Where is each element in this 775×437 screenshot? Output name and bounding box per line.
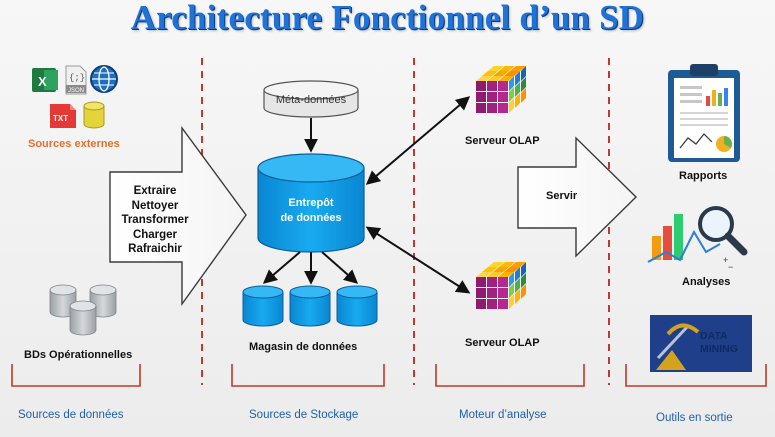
brace-1 bbox=[11, 364, 141, 387]
etl-step-nettoyer: Nettoyer bbox=[131, 199, 179, 212]
meta-donnees-label: Méta-données bbox=[275, 94, 347, 106]
etl-step-charger: Charger bbox=[132, 228, 178, 241]
entrepot-to-magasin-arrow-3 bbox=[321, 251, 359, 284]
brace-2 bbox=[231, 364, 385, 387]
servir-arrow-shape bbox=[517, 136, 637, 258]
sources-externes-label: Sources externes bbox=[28, 138, 120, 150]
entrepot-label-line-2: de données bbox=[280, 212, 342, 224]
entrepot-olap-top-arrow bbox=[365, 96, 471, 185]
section-sources-donnees: Sources de données bbox=[18, 409, 124, 421]
rapports-label: Rapports bbox=[679, 170, 728, 182]
metadata-cylinder bbox=[263, 80, 359, 118]
data-mining-line-2: MINING bbox=[700, 343, 738, 355]
entrepot-to-magasin-arrow-1 bbox=[262, 251, 301, 284]
svg-text:+: + bbox=[723, 255, 728, 265]
servir-label: Servir bbox=[546, 190, 578, 202]
report-clipboard-icon bbox=[668, 64, 740, 162]
section-sources-stockage: Sources de Stockage bbox=[249, 409, 359, 421]
flow-arrows bbox=[262, 96, 471, 294]
etl-arrow-shape bbox=[109, 125, 247, 307]
magasin-cylinders bbox=[242, 285, 378, 327]
brace-3 bbox=[435, 364, 585, 387]
section-outils-sortie: Outils en sortie bbox=[656, 412, 733, 424]
section-braces bbox=[11, 364, 767, 387]
bds-operationnelles-label: BDs Opérationnelles bbox=[24, 349, 133, 361]
etl-step-rafraichir: Rafraichir bbox=[128, 243, 182, 255]
svg-text:TXT: TXT bbox=[53, 114, 68, 123]
olap-cube-bottom-icon bbox=[476, 262, 526, 309]
svg-text:X: X bbox=[38, 74, 47, 89]
entrepot-label-line-1: Entrepôt bbox=[288, 197, 334, 209]
magasin-label: Magasin de données bbox=[249, 341, 358, 353]
database-icon bbox=[83, 101, 105, 129]
entrepot-olap-bottom-arrow bbox=[365, 226, 471, 294]
analyses-magnifier-icon: + − bbox=[647, 206, 748, 272]
txt-file-icon: TXT bbox=[50, 104, 76, 128]
web-globe-icon bbox=[90, 65, 118, 93]
svg-text:{;}: {;} bbox=[69, 73, 85, 83]
data-mining-label: DATA MINING bbox=[700, 330, 738, 356]
olap-cube-top-icon bbox=[476, 66, 526, 113]
diagram-title: Architecture Fonctionnel d’un SD bbox=[130, 0, 645, 37]
etl-step-extraire: Extraire bbox=[133, 185, 177, 197]
json-file-icon: {;} JSON bbox=[65, 65, 87, 95]
excel-icon: X bbox=[32, 68, 58, 92]
operational-databases-icon bbox=[49, 284, 117, 336]
data-mining-icon bbox=[650, 315, 752, 372]
svg-text:JSON: JSON bbox=[68, 88, 84, 94]
data-mining-line-1: DATA bbox=[700, 330, 728, 342]
serveur-olap-bottom-label: Serveur OLAP bbox=[465, 337, 540, 349]
svg-text:−: − bbox=[728, 262, 733, 272]
section-moteur-analyse: Moteur d’analyse bbox=[459, 409, 547, 421]
etl-step-transformer: Transformer bbox=[121, 214, 189, 226]
entrepot-label: Entrepôt de données bbox=[258, 196, 364, 226]
brace-4 bbox=[625, 364, 767, 387]
entrepot-cylinder bbox=[257, 153, 365, 253]
serveur-olap-top-label: Serveur OLAP bbox=[465, 135, 540, 147]
etl-steps: Extraire Nettoyer Transformer Charger Ra… bbox=[112, 184, 198, 257]
analyses-label: Analyses bbox=[682, 276, 731, 288]
